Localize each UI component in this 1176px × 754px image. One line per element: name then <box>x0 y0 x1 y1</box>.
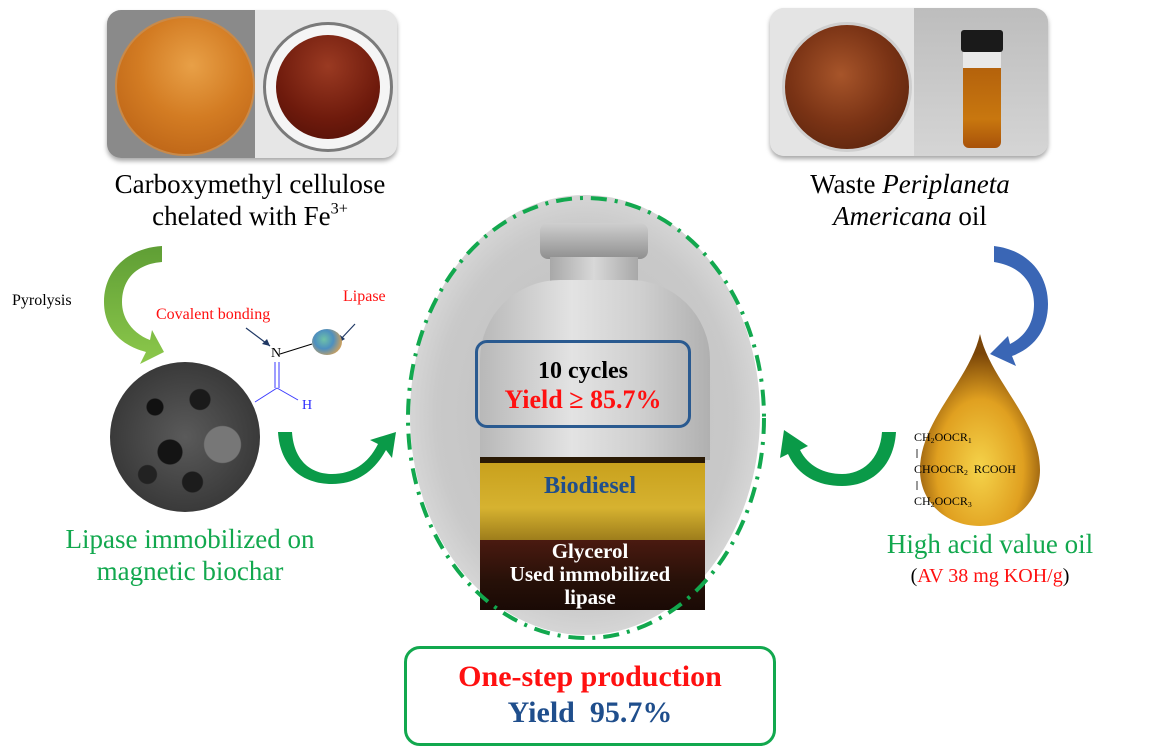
summary-title: One-step production <box>458 660 722 693</box>
biochar-caption-line1: Lipase immobilized on <box>65 524 315 554</box>
used-lipase-label-line1: Used immobilized <box>509 562 671 586</box>
cycles-title: 10 cycles <box>538 358 628 384</box>
glycerol-label: Glycerol <box>551 539 629 563</box>
atom-n: N <box>271 346 282 361</box>
waste-oil-caption-line1: Waste Periplaneta <box>810 169 1010 199</box>
used-lipase-label-line2: lipase <box>564 585 616 609</box>
cycles-yield: Yield ≥ 85.7% <box>504 385 662 414</box>
formula-row-1: CH2OOCR1 <box>914 430 972 445</box>
cmc-caption-line1: Carboxymethyl cellulose <box>114 169 386 199</box>
lipase-protein-icon <box>312 329 342 355</box>
insect-residue-panel <box>770 8 914 156</box>
oil-vial-cap <box>961 30 1003 52</box>
formula-row-3: CH2OOCR3 <box>914 494 972 509</box>
lipase-label: Lipase <box>343 288 386 305</box>
high-acid-oil-caption: High acid value oil <box>886 529 1094 559</box>
summary-yield: Yield 95.7% <box>507 696 673 729</box>
oil-drop-icon <box>916 334 1040 526</box>
acid-value-caption: (AV 38 mg KOH/g) <box>910 565 1070 587</box>
process-cycle-dashed-outline <box>406 196 766 640</box>
vial-glass <box>480 280 710 460</box>
glycerol-layer <box>480 540 705 610</box>
pyrolysis-arrow-icon <box>104 246 164 364</box>
waste-oil-caption: Waste Periplaneta Americana oil <box>770 168 1050 232</box>
vial-cap <box>540 223 648 259</box>
left-green-arrow-icon <box>278 432 396 484</box>
blue-curved-arrow-icon <box>990 246 1048 366</box>
biodiesel-layer <box>480 457 705 542</box>
cmc-caption: Carboxymethyl cellulose chelated with Fe… <box>70 168 430 232</box>
acid-value: AV 38 mg KOH/g <box>917 565 1063 587</box>
triglyceride-formula: CH2OOCR1 CHOOCR2 RCOOH CH2OOCR3 <box>914 426 1016 512</box>
cycles-box: 10 cycles Yield ≥ 85.7% <box>475 340 691 428</box>
dry-beads-panel <box>255 10 397 158</box>
oil-vial <box>963 52 1001 148</box>
dry-beads-dish <box>263 22 393 152</box>
oil-vial-panel <box>914 8 1048 156</box>
biochar-caption: Lipase immobilized on magnetic biochar <box>20 523 360 587</box>
cmc-beads-photo <box>107 10 397 158</box>
cmc-caption-line2: chelated with Fe3+ <box>152 199 348 231</box>
bottom-layer-label: Glycerol Used immobilized lipase <box>480 540 700 609</box>
biochar-sem-image <box>110 362 260 512</box>
one-step-summary-box: One-step production Yield 95.7% <box>404 646 776 746</box>
biochar-caption-line2: magnetic biochar <box>96 556 284 586</box>
wet-beads-dish <box>115 16 255 156</box>
biodiesel-label: Biodiesel <box>543 473 636 499</box>
reactor-vial-photo <box>410 195 760 635</box>
insect-residue-dish <box>782 22 912 152</box>
atom-h: H <box>302 398 313 413</box>
waste-oil-photo <box>770 8 1048 156</box>
pyrolysis-label: Pyrolysis <box>12 292 72 309</box>
right-green-arrow-icon <box>780 430 896 486</box>
wet-beads-panel <box>107 10 255 158</box>
waste-oil-caption-line2: Americana oil <box>833 201 987 231</box>
covalent-bonding-label: Covalent bonding <box>156 306 271 323</box>
formula-row-2: CHOOCR2 RCOOH <box>914 462 1016 477</box>
